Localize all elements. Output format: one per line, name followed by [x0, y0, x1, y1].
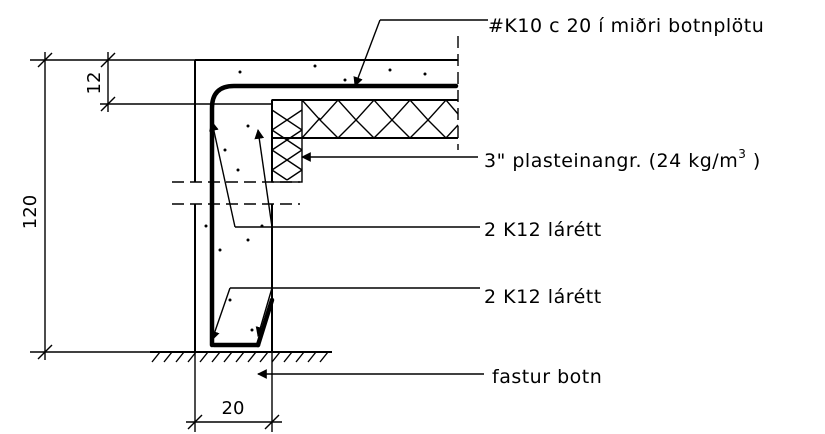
leader-insulation: 3" plasteinangr. (24 kg/m3 ) [301, 147, 761, 172]
reinforcement [209, 83, 459, 348]
concrete-dots [204, 64, 427, 332]
top-rebar-label: #K10 c 20 í miðri botnplötu [488, 15, 764, 37]
ground-hatch [150, 351, 332, 363]
bars-upper-label: 2 K12 lárétt [484, 219, 602, 241]
insulation-label: 3" plasteinangr. (24 kg/m3 ) [484, 147, 761, 172]
dimension-width: 20 [186, 352, 282, 432]
dimension-height: 120 [20, 52, 195, 360]
height-dim-label: 120 [20, 195, 41, 229]
slab-dim-label: 12 [84, 72, 105, 95]
foundation-label: fastur botn [492, 366, 602, 388]
width-dim-label: 20 [222, 398, 245, 419]
break-lines [172, 36, 459, 205]
leader-bars-upper: 2 K12 lárétt [209, 121, 602, 241]
leader-bars-lower: 2 K12 lárétt [210, 286, 602, 341]
insulation-hatch [271, 98, 459, 183]
leader-top-rebar: #K10 c 20 í miðri botnplötu [353, 15, 764, 87]
dimension-slab: 12 [84, 52, 272, 112]
leader-foundation: fastur botn [257, 366, 602, 388]
bars-lower-label: 2 K12 lárétt [484, 286, 602, 308]
